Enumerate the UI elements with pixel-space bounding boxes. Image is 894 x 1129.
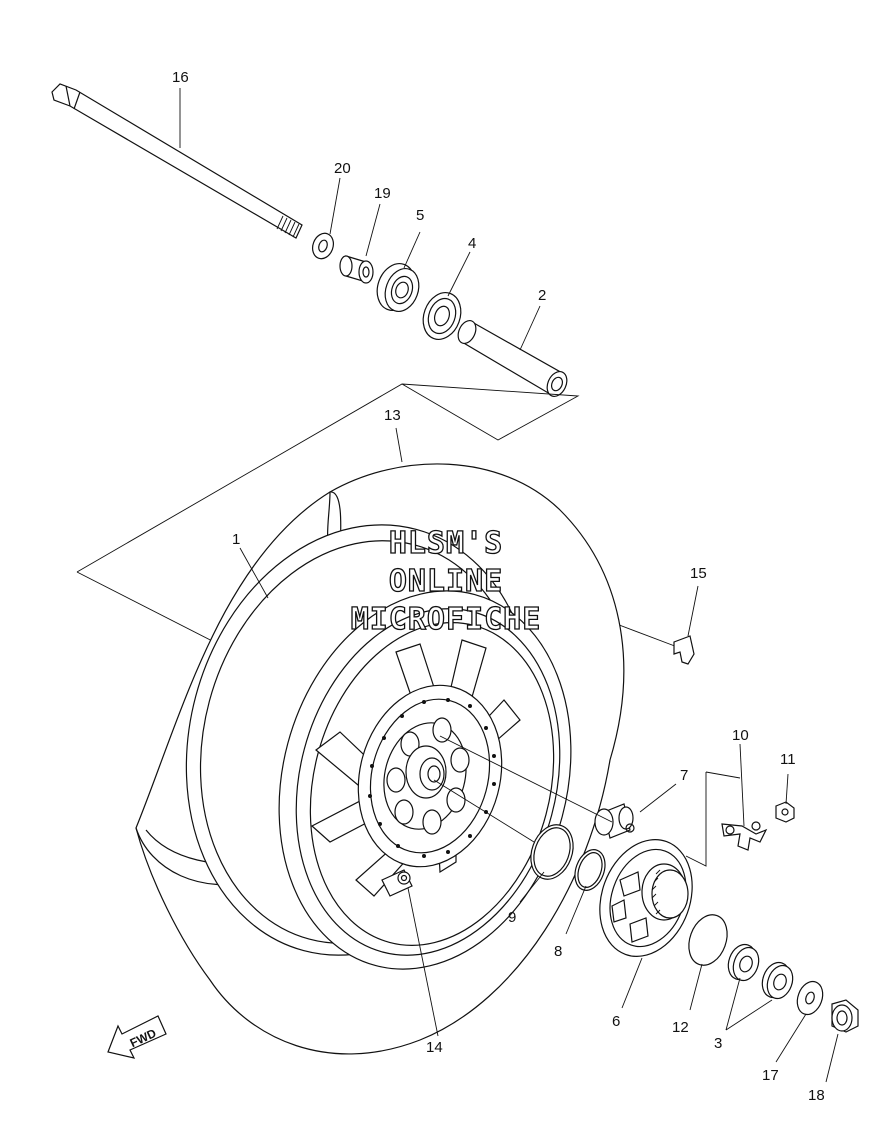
leader-lines [179,88,839,1083]
callout-2: 2 [538,287,546,304]
watermark-line2: ONLINE [389,564,503,599]
valve[interactable] [381,869,413,897]
callout-5: 5 [416,207,424,224]
callout-15: 15 [690,565,707,582]
washer[interactable] [309,230,337,261]
callout-7: 7 [680,767,688,784]
callout-11: 11 [780,751,796,768]
callout-9: 9 [508,909,516,926]
bearing[interactable] [371,258,425,316]
callout-13: 13 [384,407,401,424]
callout-1: 1 [232,531,240,548]
callout-3: 3 [714,1035,722,1052]
spacer-tube[interactable] [455,318,571,400]
o-ring-small[interactable] [570,845,611,894]
callout-19: 19 [374,185,391,202]
callout-4: 4 [468,235,476,252]
fwd-arrow-icon: FWD [107,1015,167,1059]
wheel-rim[interactable] [139,485,611,1002]
washer-outer[interactable] [793,978,827,1018]
callout-8: 8 [554,943,562,960]
callout-10: 10 [732,727,749,744]
callout-6: 6 [612,1013,620,1030]
bearing-pair[interactable] [724,941,797,1002]
watermark: HLSM'S ONLINE MICROFICHE [350,525,542,637]
oil-seal[interactable] [417,287,467,344]
hub-holes [386,717,470,835]
watermark-line3: MICROFICHE [351,602,542,637]
gear-unit[interactable] [584,827,708,970]
callout-12: 12 [672,1019,689,1036]
seal-ring[interactable] [682,909,734,970]
callout-14: 14 [426,1039,443,1056]
axle-shaft[interactable] [51,83,303,239]
watermark-line1: HLSM'S [389,526,503,561]
axle-nut[interactable] [831,999,859,1033]
hub-collar[interactable] [594,803,635,839]
small-nut[interactable] [775,801,795,823]
balance-weight-clip[interactable] [673,635,695,665]
lock-plate[interactable] [721,821,768,851]
callout-20: 20 [334,160,351,177]
callout-16: 16 [172,69,189,86]
disc-holes [368,698,496,858]
callout-18: 18 [808,1087,825,1104]
callout-17: 17 [762,1067,779,1084]
collar[interactable] [339,255,374,284]
o-ring-large[interactable] [524,819,581,885]
callout-labels: 16 20 19 5 4 2 13 1 15 10 11 7 9 8 6 12 … [172,69,825,1104]
